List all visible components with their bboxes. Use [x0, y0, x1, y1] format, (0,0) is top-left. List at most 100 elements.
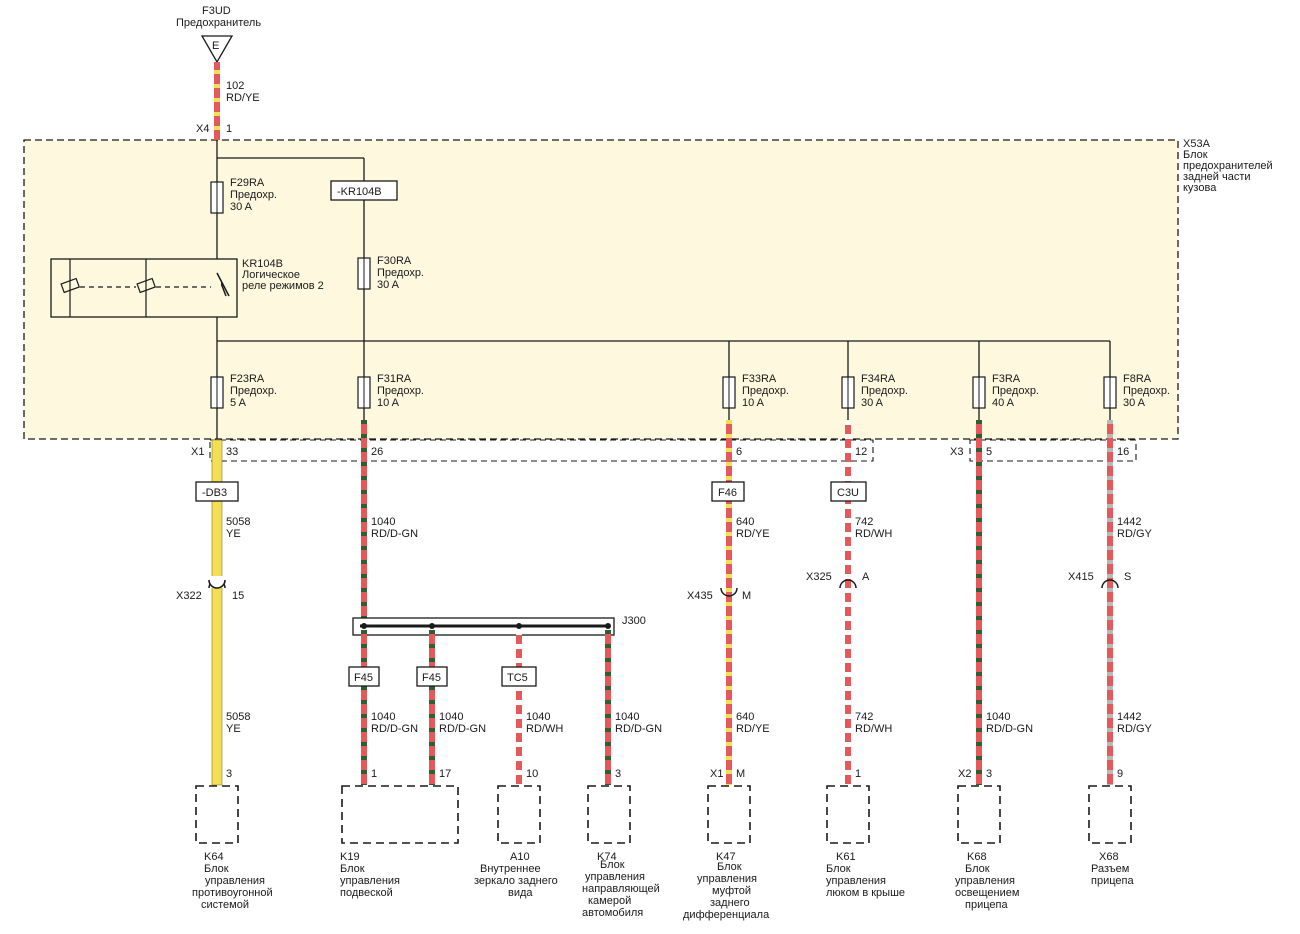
wire-code: 5058: [226, 711, 250, 723]
fuse-type: Предохр.: [861, 385, 908, 397]
ref-box-db3: [195, 481, 239, 502]
module-name-line: управления: [585, 871, 645, 883]
wire-color: RD/WH: [526, 723, 563, 735]
wire-code: 742: [855, 711, 873, 723]
ref-box-label: TC5: [507, 672, 528, 684]
fuse-rating: 5 A: [230, 397, 247, 409]
block-code: X53A: [1183, 138, 1211, 150]
module-name-line: люком в крыше: [826, 887, 905, 899]
module-name-line: управления: [697, 873, 757, 885]
module-k61-box: [826, 785, 870, 844]
inline-connector-code: X325: [806, 571, 832, 583]
fuse-rating: 30 A: [861, 397, 884, 409]
connector-pin: 1: [226, 123, 232, 135]
wire-color: RD/GY: [1117, 723, 1153, 735]
fuse-rating: 10 A: [742, 397, 765, 409]
endpoint-pin: 1: [855, 768, 861, 780]
wire-color: RD/D-GN: [615, 723, 662, 735]
fuse-rating: 40 A: [992, 397, 1015, 409]
splice-code: J300: [622, 615, 646, 627]
wire-code: 1040: [615, 711, 639, 723]
wire-1040-main: [361, 440, 367, 620]
wire-code: 5058: [226, 516, 250, 528]
endpoint-connector: X2: [958, 768, 971, 780]
wire-stub: [845, 420, 851, 440]
inline-connector-pin: 15: [232, 590, 244, 602]
wire-color: RD/WH: [855, 723, 892, 735]
endpoint-pin: 10: [526, 768, 538, 780]
relay-name-line: реле режимов 2: [242, 280, 324, 292]
fuse-type: Предохр.: [742, 385, 789, 397]
module-k64-box: [195, 785, 239, 844]
module-name-line: Блок: [965, 863, 990, 875]
wire-code: 640: [736, 516, 754, 528]
wire-code: 102: [226, 80, 244, 92]
connector-pin: 26: [371, 446, 383, 458]
connector-x1-outline: [209, 439, 874, 462]
wire-code: 1442: [1117, 516, 1141, 528]
wire-color: YE: [226, 723, 241, 735]
wire-742: [845, 440, 851, 785]
connector-pin: 5: [986, 446, 992, 458]
inline-connector-x435-symbol: [720, 587, 738, 597]
module-name-line: управления: [826, 875, 886, 887]
connector-pin: 6: [736, 446, 742, 458]
source-marker: E: [212, 40, 219, 52]
module-a10-box: [497, 785, 541, 844]
ref-box-f45a: [348, 666, 380, 687]
ref-box-label: C3U: [837, 487, 859, 499]
module-code: K68: [967, 851, 987, 863]
module-name-line: камерой: [588, 895, 631, 907]
module-code: X68: [1099, 851, 1119, 863]
module-code: K19: [340, 851, 360, 863]
fuse-type: Предохр.: [992, 385, 1039, 397]
fuse-rating: 10 A: [377, 397, 400, 409]
connector-pin: 33: [226, 446, 238, 458]
fuse-rating: 30 A: [230, 201, 253, 213]
ref-box-f45b: [416, 666, 448, 687]
module-name-line: прицепа: [1091, 875, 1134, 887]
wire-code: 742: [855, 516, 873, 528]
module-name-line: Блок: [340, 863, 365, 875]
wire-color: RD/D-GN: [439, 723, 486, 735]
ref-box-label: F45: [422, 672, 441, 684]
endpoint-pin: 1: [371, 768, 377, 780]
fuse-rating: 30 A: [377, 279, 400, 291]
connector-x4: X4: [196, 123, 209, 135]
wire-stub: [1107, 420, 1113, 440]
source-name: Предохранитель: [176, 17, 261, 29]
fuse-code: F30RA: [377, 255, 412, 267]
fuse-code: F33RA: [742, 373, 777, 385]
module-name-line: Разъем: [1091, 863, 1129, 875]
endpoint-pin: 3: [615, 768, 621, 780]
relay-coil-symbols: [60, 259, 227, 317]
wire-1040-k19b: [429, 630, 435, 785]
wire-1040-x3: [976, 440, 982, 785]
module-name-line: вида: [508, 887, 533, 899]
ref-box-label: -DB3: [202, 487, 227, 499]
relay-code: KR104B: [242, 258, 283, 270]
wire-code: 1040: [986, 711, 1010, 723]
source-fuse-symbol: [200, 35, 234, 64]
endpoint-pin: 9: [1117, 768, 1123, 780]
module-name-line: управления: [955, 875, 1015, 887]
module-k19-box: [341, 785, 459, 844]
ref-box-tc5: [501, 666, 537, 687]
module-name-line: Блок: [826, 863, 851, 875]
module-name-line: управления: [205, 875, 265, 887]
fuse-code: F31RA: [377, 373, 412, 385]
fuse-code: F8RA: [1123, 373, 1152, 385]
module-k68-box: [957, 785, 1001, 844]
fuse-rating: 30 A: [1123, 397, 1146, 409]
wire-code: 1040: [371, 516, 395, 528]
wire-color: RD/D-GN: [371, 528, 418, 540]
wire-color: RD/GY: [1117, 528, 1153, 540]
endpoint-pin: 17: [439, 768, 451, 780]
relay-kr104b-box: [50, 258, 238, 318]
wire-color: YE: [226, 528, 241, 540]
wire-stub: [361, 420, 367, 440]
ref-box-f46: [711, 481, 745, 502]
inline-connector-x415-symbol: [1101, 579, 1119, 589]
ref-box-label: F46: [718, 487, 737, 499]
